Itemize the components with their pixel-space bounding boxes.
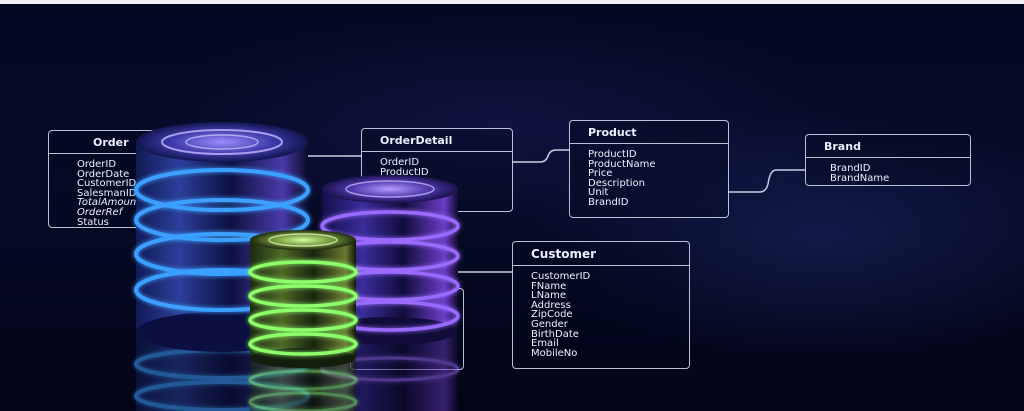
brand-table: Brand BrandID BrandName (805, 134, 971, 186)
table-field: SalesmanID (77, 187, 137, 199)
table-field: OrderDate (77, 168, 130, 180)
table-field: ProductID (588, 149, 637, 160)
customer-table: Customer CustomerID FName LName Address … (512, 241, 690, 369)
customer-table-fields: CustomerID FName LName Address ZipCode G… (513, 266, 689, 358)
database-scene: Order OrderID OrderDate CustomerID Sales… (0, 4, 1024, 411)
table-field: Price (588, 168, 613, 180)
top-strip (0, 0, 1024, 4)
green-database-cylinder (248, 230, 358, 368)
brand-table-title: Brand (806, 135, 970, 158)
line-product-brand (728, 169, 805, 193)
table-field: Description (588, 177, 645, 189)
relationship-lines (300, 149, 805, 273)
orderdetail-table-title: OrderDetail (362, 129, 512, 152)
table-field: TotalAmount (77, 197, 141, 209)
table-field: LName (531, 290, 567, 302)
table-field: OrderRef (77, 206, 123, 218)
product-table: Product ProductID ProductName Price Desc… (569, 120, 729, 218)
table-field: Unit (588, 187, 609, 199)
table-field: OrderID (77, 159, 117, 170)
line-orderdetail-product (512, 149, 570, 163)
table-field: Gender (531, 318, 568, 330)
product-table-title: Product (570, 121, 728, 144)
table-field: Email (531, 338, 559, 350)
orderdetail-table-fields: OrderID ProductID (362, 152, 512, 177)
table-field: BirthDate (531, 328, 579, 340)
green-cylinder-reflection (248, 360, 358, 411)
table-field: BrandID (588, 196, 629, 208)
table-field: Status (77, 216, 109, 228)
table-field: ZipCode (531, 309, 573, 321)
table-field: BrandID (830, 163, 871, 174)
brand-table-fields: BrandID BrandName (806, 158, 970, 183)
table-field: MobileNo (531, 347, 578, 359)
product-table-fields: ProductID ProductName Price Description … (570, 144, 728, 208)
table-field: FName (531, 280, 567, 292)
table-field: CustomerID (77, 178, 137, 190)
customer-table-title: Customer (513, 242, 689, 266)
order-table-fields: OrderID OrderDate CustomerID SalesmanID … (49, 154, 169, 227)
database-cylinders (134, 122, 460, 411)
table-field: OrderID (380, 157, 420, 168)
table-field: ProductID (380, 166, 429, 178)
table-field: Address (531, 299, 571, 311)
table-field: BrandName (830, 172, 890, 184)
order-table-title: Order (49, 131, 169, 154)
table-field: ProductName (588, 158, 656, 170)
table-field: CustomerID (531, 271, 591, 282)
